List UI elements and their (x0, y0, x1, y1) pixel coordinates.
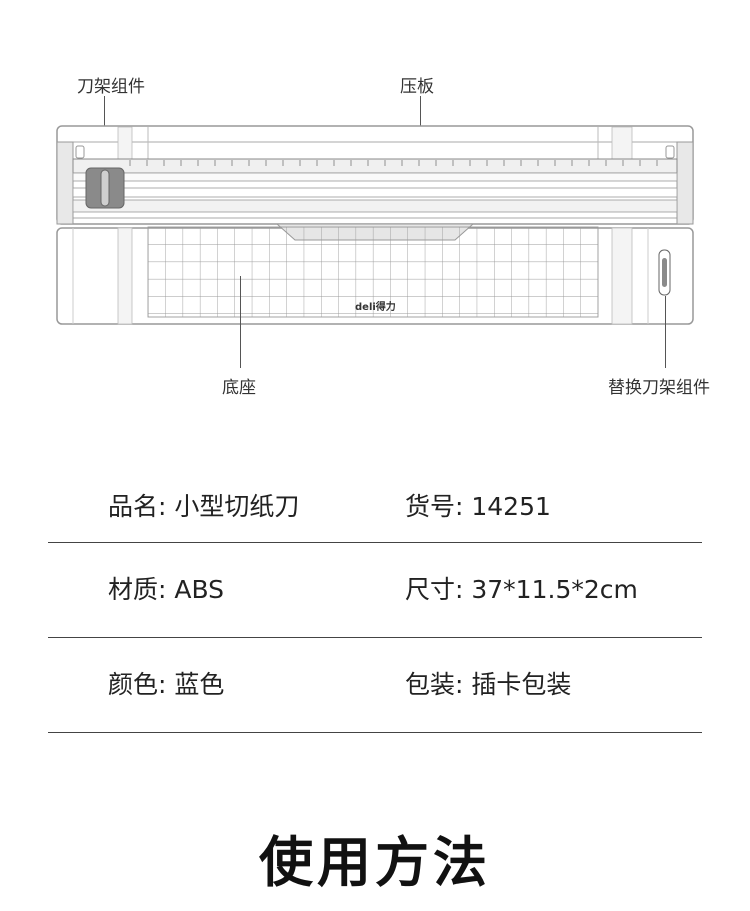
label-blade-holder: 刀架组件 (77, 77, 145, 97)
spec-color: 颜色: 蓝色 (108, 670, 225, 699)
spec-item-number: 货号: 14251 (405, 492, 551, 521)
leader-base (240, 276, 241, 368)
leader-replacement-blade (665, 296, 666, 368)
spec-divider (48, 637, 702, 638)
spec-material: 材质: ABS (108, 575, 225, 604)
paper-cutter-illustration (56, 125, 694, 325)
brand-logo: deli得力 (355, 302, 396, 313)
spec-size: 尺寸: 37*11.5*2cm (405, 575, 638, 604)
spec-packaging: 包装: 插卡包装 (405, 670, 572, 699)
section-heading: 使用方法 (259, 831, 491, 894)
spec-divider (48, 732, 702, 733)
spec-product-name: 品名: 小型切纸刀 (108, 492, 300, 521)
label-pressure-plate: 压板 (400, 77, 434, 97)
base-grid (147, 226, 599, 318)
spec-divider (48, 542, 702, 543)
label-replacement-blade: 替换刀架组件 (608, 378, 710, 398)
label-base: 底座 (222, 378, 256, 398)
